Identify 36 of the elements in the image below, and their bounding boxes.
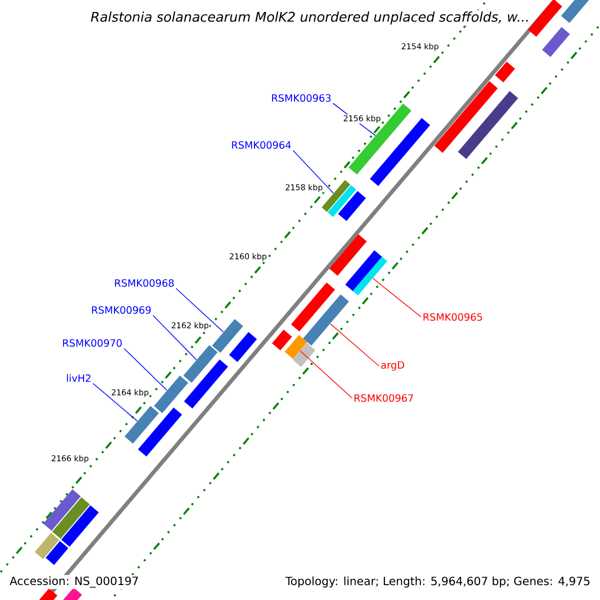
gene-label: RSMK00963 — [272, 94, 331, 102]
leader-line — [372, 278, 422, 318]
gene-label: RSMK00967 — [354, 394, 414, 402]
gene-bar — [352, 256, 388, 296]
gene-bar — [561, 0, 589, 23]
leader-line — [300, 350, 352, 398]
gene-label: RSMK00968 — [115, 279, 174, 287]
scale-label: 2160 kbp — [228, 252, 268, 262]
gene-label: RSMK00965 — [424, 313, 482, 321]
gene-label: RSMK00969 — [92, 306, 151, 314]
gene-bar — [124, 406, 159, 444]
leader-line — [330, 323, 380, 366]
footer-text: Accession: NS_000197 — [8, 575, 140, 589]
gene-bar — [212, 318, 244, 353]
gene-label: livH2 — [66, 374, 90, 382]
gene-label: argD — [381, 361, 404, 371]
gene-label: RSMK00970 — [63, 339, 122, 347]
leader-line — [152, 314, 197, 360]
gene-label: RSMK00964 — [232, 141, 291, 149]
footer-text: Topology: linear; Length: 5,964,607 bp; Genes: 4,975 — [284, 575, 592, 589]
gene-bar — [183, 345, 218, 383]
leader-line — [176, 288, 224, 332]
scale-label: 2158 kbp — [284, 183, 324, 193]
scale-label: 2164 kbp — [110, 388, 150, 398]
title: Ralstonia solanacearum MolK2 unordered unplaced scaffolds, w... — [89, 10, 531, 26]
gene-bar — [154, 376, 188, 414]
scale-label: 2154 kbp — [400, 42, 440, 52]
leader-line — [292, 150, 334, 194]
scale-label: 2156 kbp — [342, 114, 382, 124]
leader-line — [92, 383, 138, 422]
gene-bar — [322, 180, 350, 212]
gene-bar — [284, 335, 308, 359]
scale-label: 2162 kbp — [170, 321, 210, 331]
scale-label: 2166 kbp — [50, 454, 90, 464]
leader-line — [124, 348, 168, 391]
gene-bar — [303, 294, 349, 346]
